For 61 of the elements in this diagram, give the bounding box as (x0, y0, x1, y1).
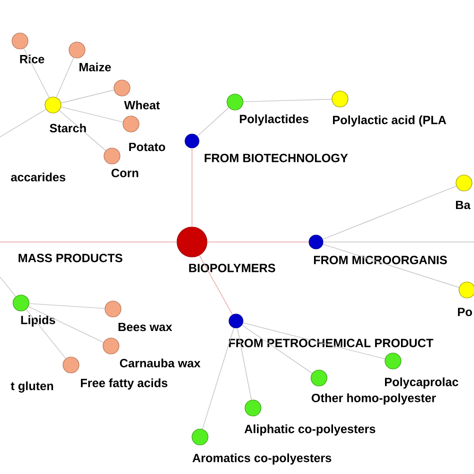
connector-line (56, 57, 74, 98)
network-node: Wheat (114, 80, 160, 110)
node-label: Polylactides (240, 114, 308, 126)
connector-line (242, 324, 313, 374)
node-label: Starch (50, 124, 86, 132)
network-node: Rice (12, 32, 44, 64)
node-label: Free fatty acids (80, 378, 168, 390)
node-label: Rice (20, 54, 44, 64)
connector-line (60, 106, 124, 122)
connector-line (26, 309, 66, 359)
connector-line (199, 255, 233, 315)
connector-line (23, 48, 50, 98)
connector-line (0, 276, 16, 297)
network-node: BIOPOLYMERS (176, 226, 276, 272)
node-label: Potato (129, 142, 166, 152)
network-node: FROM BIOTECHNOLOGY (184, 134, 348, 162)
node-label: MASS PRODUCTS (18, 254, 122, 262)
network-node: Carnauba wax (102, 338, 200, 368)
node-label: FROM BIOTECHNOLOGY (204, 154, 348, 162)
connector-line (58, 110, 106, 151)
node-label: Corn (112, 168, 138, 178)
connector-line (60, 90, 114, 104)
node-label: BIOPOLYMERS (189, 264, 276, 272)
node-label: Aromatics co-polyesters (192, 453, 332, 465)
connector-line (242, 98, 332, 102)
node-label: Polylactic acid (PLA (333, 115, 446, 127)
node-label: Lipids (21, 315, 56, 327)
node-label: t gluten (10, 381, 54, 393)
node-label: Aliphatic co-polyesters (244, 424, 376, 436)
node-label: Bees wax (118, 322, 172, 332)
network-node: FROM MICROORGANIS (308, 234, 447, 264)
node-label: Maize (80, 62, 111, 72)
node-label: Ba (456, 200, 471, 210)
connector-line (202, 328, 234, 430)
connector-line (28, 303, 106, 309)
network-node: FROM PETROCHEMICAL PRODUCT (228, 314, 434, 348)
network-node: Potato (122, 116, 166, 152)
network-node: Bees wax (104, 300, 172, 332)
network-node: Polycaprolac (384, 352, 458, 389)
node-label: FROM MICROORGANIS (314, 256, 447, 264)
connector-line (0, 108, 46, 138)
node-label: Wheat (124, 100, 160, 110)
connector-line (28, 306, 104, 343)
node-label: Polycaprolac (385, 377, 458, 389)
connector-line (322, 244, 460, 288)
network-node: Maize (68, 42, 111, 72)
node-label: Other homo-polyester (312, 393, 436, 405)
connector-line (242, 322, 386, 360)
network-node: Ba (456, 174, 472, 210)
node-label: accarides (10, 172, 66, 182)
connector-line (237, 328, 252, 400)
connector-line (322, 186, 457, 240)
connector-line (197, 107, 230, 136)
network-node: Po (458, 282, 474, 316)
network-node: Lipids (12, 294, 56, 327)
node-label: FROM PETROCHEMICAL PRODUCT (229, 338, 434, 348)
network-node: Polylactic acid (PLA (332, 90, 446, 127)
node-label: Carnauba wax (120, 358, 200, 368)
network-node: Polylactides (226, 94, 308, 126)
node-label: Po (458, 308, 472, 316)
network-node: Starch (44, 96, 86, 132)
